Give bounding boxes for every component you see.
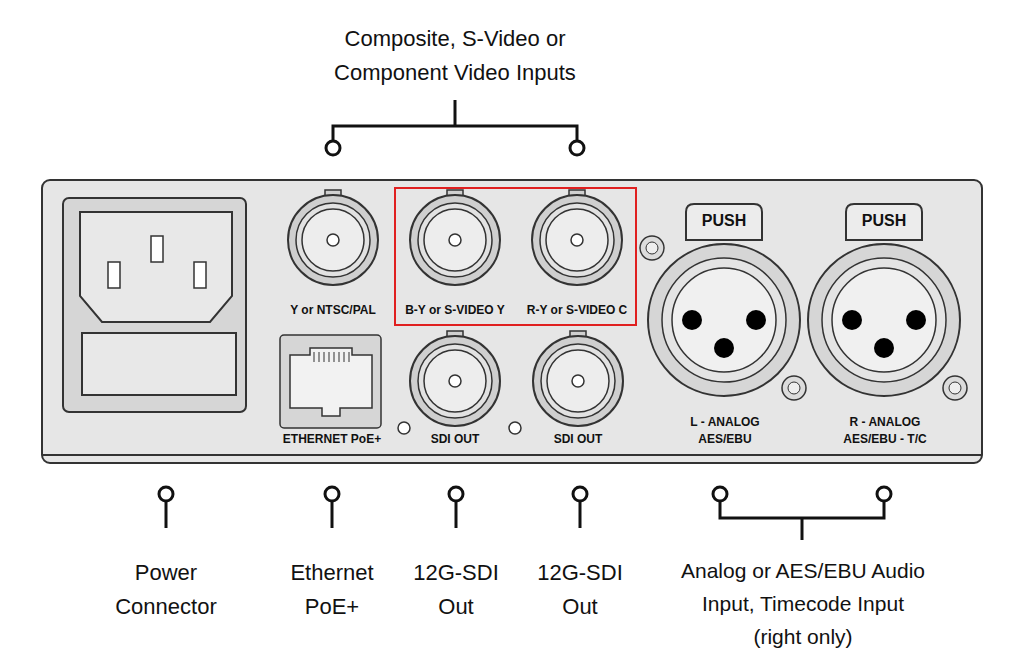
mounting-screw	[782, 376, 806, 400]
callout-label: Composite, S-Video or Component Video In…	[325, 22, 585, 90]
xlr-connector	[648, 244, 800, 396]
push-tab	[846, 204, 922, 240]
power-connector	[63, 198, 246, 412]
ethernet-jack	[280, 335, 381, 428]
connector-label: L - ANALOG AES/EBU	[680, 414, 770, 448]
bnc-connector	[533, 331, 623, 426]
panel-body	[42, 180, 982, 463]
top-bracket	[326, 100, 584, 155]
status-led	[509, 422, 521, 434]
callout-label: 12G-SDI Out	[406, 556, 506, 624]
bottom-leaders	[159, 487, 891, 540]
bnc-connector	[410, 331, 500, 426]
callout-label: Ethernet PoE+	[277, 556, 387, 624]
mounting-screw	[943, 376, 967, 400]
panel-lip	[43, 454, 981, 456]
push-tab	[686, 204, 762, 240]
connector-label: SDI OUT	[554, 432, 603, 447]
callout-label: Analog or AES/EBU Audio Input, Timecode …	[677, 554, 929, 653]
mounting-screw	[640, 236, 664, 260]
callout-label: Power Connector	[101, 556, 231, 624]
connector-label: R - ANALOG AES/EBU - T/C	[833, 414, 938, 448]
connector-label: ETHERNET PoE+	[283, 432, 381, 447]
highlight-box	[395, 188, 636, 325]
connector-label: Y or NTSC/PAL	[290, 303, 376, 318]
push-label: PUSH	[862, 211, 906, 231]
bnc-connector	[410, 190, 500, 285]
connector-label: SDI OUT	[431, 432, 480, 447]
connector-label: B-Y or S-VIDEO Y	[405, 303, 505, 318]
callout-label: 12G-SDI Out	[530, 556, 630, 624]
xlr-connector	[808, 244, 960, 396]
bnc-connector	[288, 190, 378, 285]
status-led	[398, 422, 410, 434]
push-label: PUSH	[702, 211, 746, 231]
bnc-connector	[532, 190, 622, 285]
connector-label: R-Y or S-VIDEO C	[527, 303, 627, 318]
